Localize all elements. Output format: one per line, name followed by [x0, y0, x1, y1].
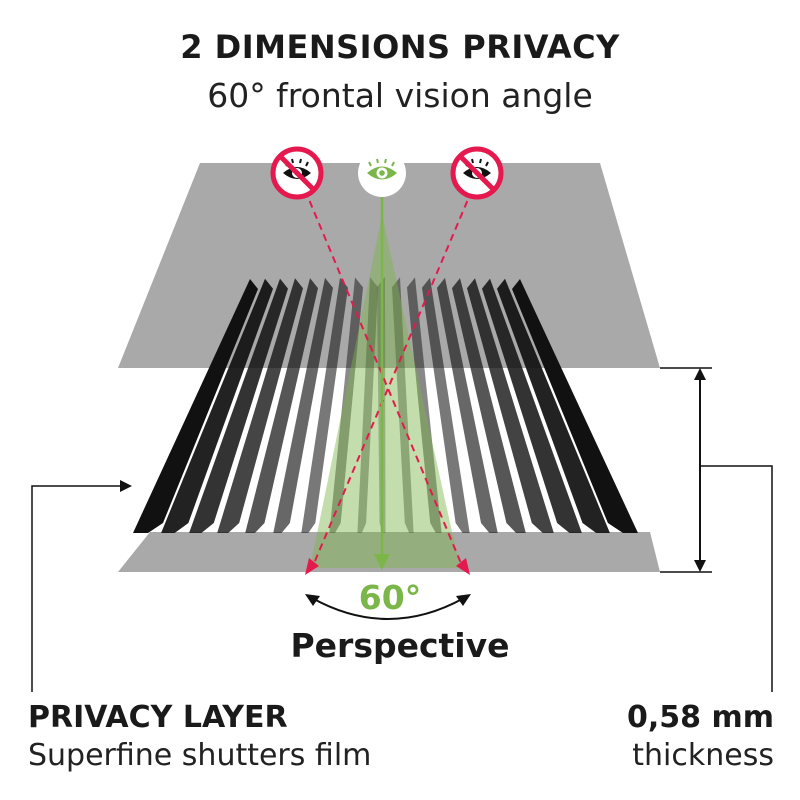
shutter-blade: [161, 278, 273, 533]
shutter-blade: [452, 278, 526, 533]
diagram-title: 2 DIMENSIONS PRIVACY: [180, 28, 620, 66]
thickness-value: 0,58 mm: [627, 700, 774, 735]
privacy-layer-title: PRIVACY LAYER: [28, 700, 288, 735]
eye-icon: [358, 149, 406, 197]
shutter-blade: [407, 277, 442, 533]
diagram-subtitle: 60° frontal vision angle: [207, 76, 593, 115]
angle-arc: [311, 597, 465, 620]
blocked-sightline-right: [311, 189, 473, 569]
privacy-layer-leader: [31, 485, 124, 692]
shutter-blade: [329, 277, 363, 533]
perspective-label: Perspective: [290, 626, 510, 665]
shutter-blade: [482, 278, 582, 533]
shutter-blade: [273, 277, 333, 533]
thickness-arrowhead-bottom: [694, 560, 706, 572]
privacy-layer-arrowhead: [120, 480, 132, 492]
shutter-blade: [392, 277, 414, 533]
allowed-sightline-arrowhead: [374, 554, 390, 570]
angle-arc-arrowhead-right: [456, 594, 471, 606]
shutter-blade: [467, 278, 554, 533]
blocked-eye-icon: [270, 146, 324, 200]
sightline-arrowhead-right: [456, 558, 470, 575]
thickness-leader: [700, 465, 773, 692]
privacy-layer-subtitle: Superfine shutters film: [28, 738, 372, 773]
shutter-blade: [133, 279, 258, 533]
shutter-blade: [512, 279, 638, 533]
vision-cone: [310, 215, 460, 568]
shutter-blade: [189, 278, 288, 533]
shutter-blade: [245, 278, 318, 533]
shutter-blade: [301, 277, 348, 533]
blocked-eye-icon: [450, 146, 504, 200]
angle-arc-arrowhead-left: [305, 594, 320, 606]
bottom-panel: [118, 532, 660, 572]
shutter-blade: [217, 278, 303, 533]
thickness-arrowhead-top: [694, 368, 706, 380]
shutter-blade: [437, 277, 498, 533]
shutter-blade: [357, 277, 378, 533]
blocked-sightline-left: [304, 189, 464, 569]
thickness-label: thickness: [632, 738, 774, 773]
sightline-arrowhead-left: [305, 558, 319, 575]
shutter-blade: [497, 278, 610, 533]
vision-angle-label: 60°: [358, 578, 422, 617]
shutter-blade: [422, 277, 470, 533]
